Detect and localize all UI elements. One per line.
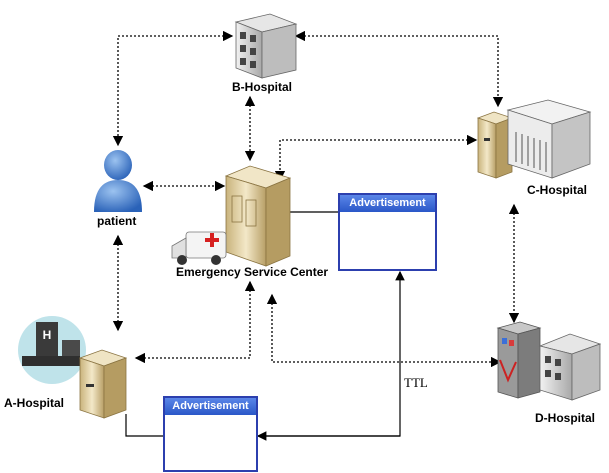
patient-label: patient (97, 214, 137, 228)
connectors (112, 30, 520, 368)
c-hospital-building-icon (506, 99, 592, 179)
esc-server-icon (224, 165, 292, 267)
svg-text:H: H (43, 328, 52, 342)
ambulance-icon (171, 231, 227, 265)
c-hospital-label: C-Hospital (527, 183, 587, 197)
d-hospital-label: D-Hospital (535, 411, 595, 425)
esc-label: Emergency Service Center (176, 265, 329, 279)
a-hospital-label: A-Hospital (4, 396, 64, 410)
advertisement-title-bottom: Advertisement (165, 398, 256, 415)
advertisement-title-right: Advertisement (340, 195, 435, 212)
d-hospital-building-icon (538, 333, 602, 401)
b-hospital-label: B-Hospital (232, 80, 292, 94)
a-hospital-server-icon (78, 349, 128, 419)
ttl-label: TTL (404, 375, 428, 390)
d-hospital-rack-icon (496, 321, 542, 399)
advertisement-box-bottom: Advertisement (163, 396, 258, 472)
solid-links (125, 211, 405, 441)
a-hospital-building-icon: H (18, 316, 86, 384)
patient-person-icon (94, 150, 142, 212)
b-hospital-building-icon (234, 13, 298, 79)
c-hospital-server-icon (476, 111, 514, 179)
advertisement-box-right: Advertisement (338, 193, 437, 271)
